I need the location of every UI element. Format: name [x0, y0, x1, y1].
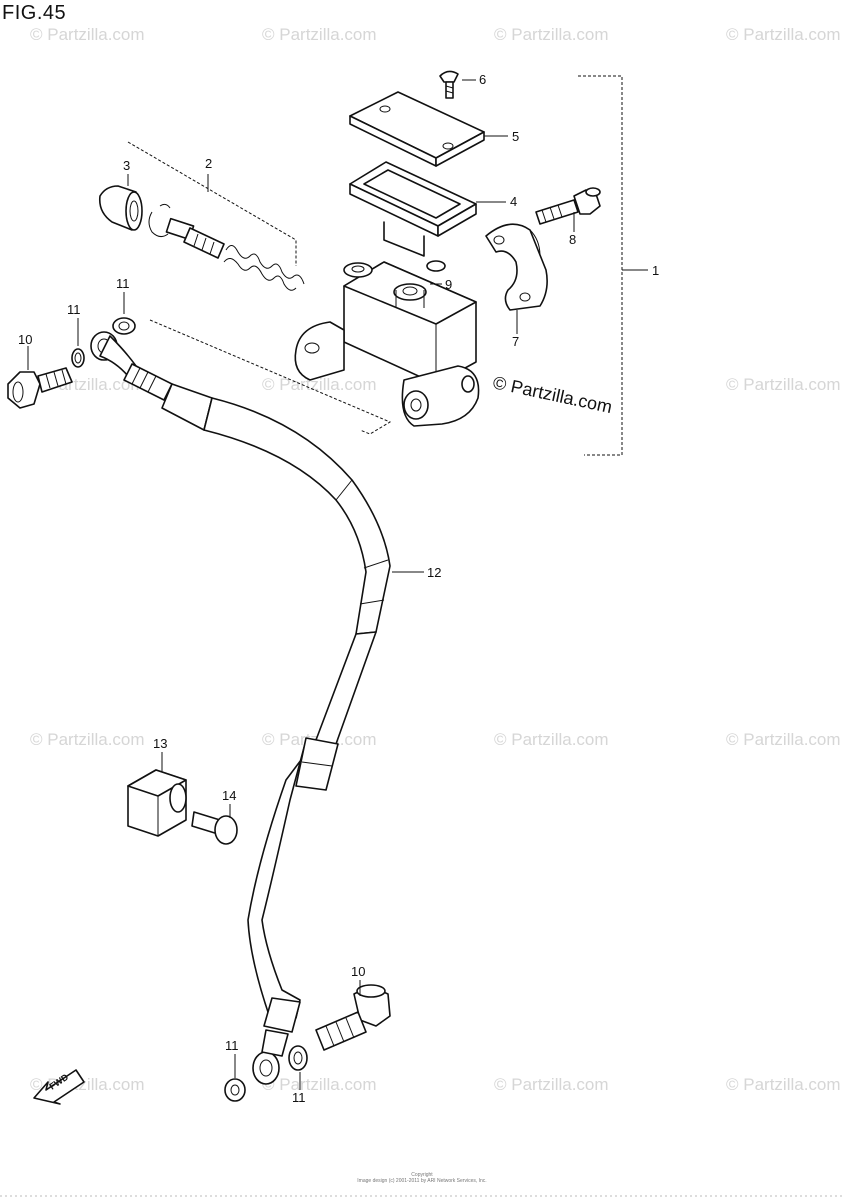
callout-11: 11 [67, 302, 81, 317]
watermark: © Partzilla.com [30, 730, 145, 749]
callout-1: 1 [652, 263, 659, 278]
master-cylinder-body-part-1 [294, 260, 480, 427]
watermark-main: © Partzilla.com [491, 372, 614, 417]
watermark: © Partzilla.com [726, 1075, 841, 1094]
callout-10: 10 [351, 964, 365, 979]
copyright-line: Copyright [411, 1172, 433, 1178]
bolt-part-8 [535, 187, 601, 225]
watermark: © Partzilla.com [726, 25, 841, 44]
piston-set-part-2 [148, 203, 305, 291]
banjo-bolt-part-10 [315, 984, 391, 1051]
boot-part-3 [98, 185, 143, 231]
watermark: © Partzilla.com [494, 730, 609, 749]
callout-14: 14 [222, 788, 236, 803]
assembly-bracket [578, 75, 623, 456]
callout-8: 8 [569, 232, 576, 247]
diaphragm-plate-part-4 [349, 161, 477, 257]
brake-hose-part-12 [90, 331, 391, 1085]
washer-part-11 [288, 1045, 308, 1071]
watermark: © Partzilla.com [494, 1075, 609, 1094]
reservoir-cap-part-5 [349, 91, 485, 167]
watermark: © Partzilla.com [262, 1075, 377, 1094]
callout-9: 9 [445, 277, 452, 292]
callout-3: 3 [123, 158, 130, 173]
watermark: © Partzilla.com [726, 730, 841, 749]
figure-title: FIG.45 [2, 2, 67, 24]
callout-6: 6 [479, 72, 486, 87]
hose-clamp-part-13 [127, 769, 187, 837]
alignment-line [149, 319, 392, 435]
washer-part-11 [112, 317, 136, 335]
washer-part-11 [71, 348, 85, 368]
callout-11: 11 [292, 1090, 306, 1105]
watermark-group: © Partzilla.com © Partzilla.com © Partzi… [30, 25, 841, 1094]
callout-5: 5 [512, 129, 519, 144]
screw-part-14 [191, 811, 238, 845]
screw-part-6 [439, 70, 459, 99]
watermark: © Partzilla.com [262, 25, 377, 44]
callout-7: 7 [512, 334, 519, 349]
washer-part-11 [224, 1078, 246, 1102]
watermark: © Partzilla.com [726, 375, 841, 394]
callout-12: 12 [427, 565, 441, 580]
clamp-part-7 [485, 223, 548, 311]
callout-13: 13 [153, 736, 167, 751]
callout-2: 2 [205, 156, 212, 171]
callout-11: 11 [116, 276, 130, 291]
alignment-line [127, 141, 297, 266]
banjo-bolt-part-10 [7, 367, 73, 409]
callout-11: 11 [225, 1038, 239, 1053]
copyright-line: Image design (c) 2001-2011 by ARI Networ… [357, 1178, 486, 1184]
watermark: © Partzilla.com [494, 25, 609, 44]
watermark: © Partzilla.com [30, 25, 145, 44]
callout-4: 4 [510, 194, 517, 209]
callout-10: 10 [18, 332, 32, 347]
